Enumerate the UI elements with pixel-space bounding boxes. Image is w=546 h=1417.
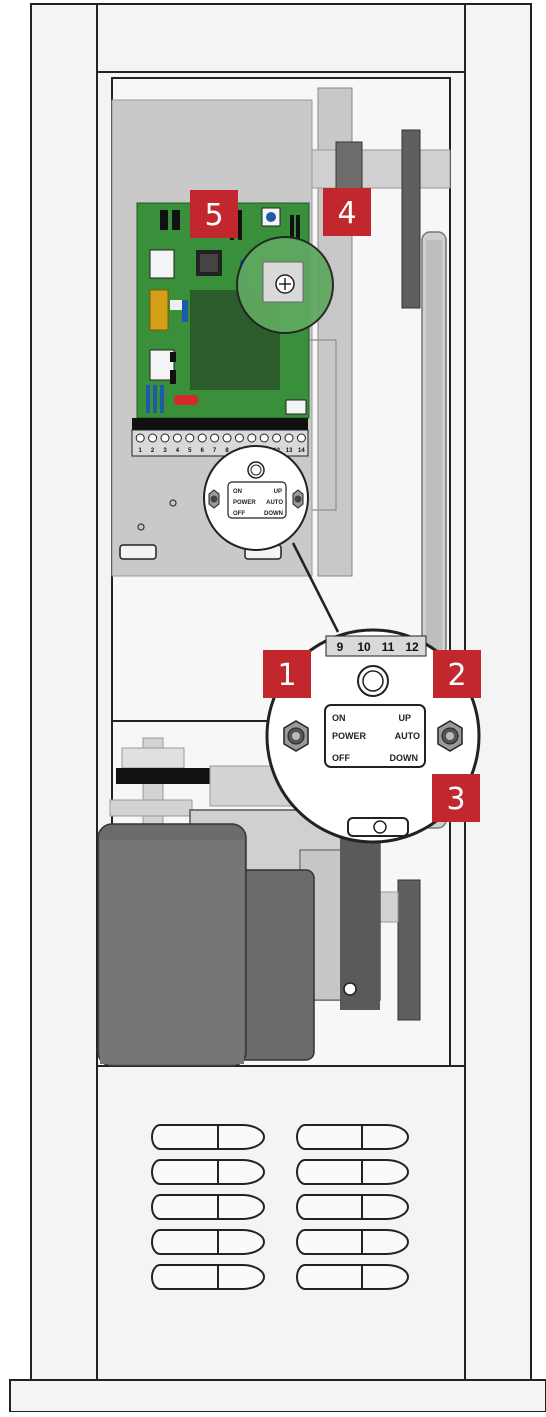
terminal-number: 2 xyxy=(151,448,155,454)
zoom-off-label: OFF xyxy=(332,753,350,763)
small-up-label: UP xyxy=(274,489,282,495)
terminal-screw-icon xyxy=(247,433,257,443)
zoom-terminal-labels: 9 10 11 12 xyxy=(337,640,419,654)
vent-slots xyxy=(151,1124,409,1290)
terminal-screw-icon xyxy=(135,433,145,443)
terminal-screw-icon xyxy=(160,433,170,443)
vent-left xyxy=(151,1124,265,1290)
callout-5: 5 xyxy=(190,190,238,238)
terminal-number: 4 xyxy=(176,448,180,454)
callout-4-label: 4 xyxy=(337,196,356,231)
zoom-power-label: POWER xyxy=(332,731,367,741)
terminal-screw-icon xyxy=(234,433,244,443)
callout-3-label: 3 xyxy=(446,782,465,817)
callouts: 1 2 3 4 5 xyxy=(190,188,481,822)
terminal-screw-icon xyxy=(272,433,282,443)
switch-plate-small: ON POWER OFF UP AUTO DOWN xyxy=(203,445,309,551)
vent-right xyxy=(296,1124,409,1290)
terminal-screw-icon xyxy=(222,433,232,443)
zoom-on-label: ON xyxy=(332,713,346,723)
zoom-auto-label: AUTO xyxy=(395,731,420,741)
terminal-screw-icon xyxy=(210,433,220,443)
callout-3: 3 xyxy=(432,774,480,822)
terminal-strip: 1234567891011121314 xyxy=(131,418,309,457)
terminal-number: 5 xyxy=(188,448,192,454)
small-off-label: OFF xyxy=(233,511,245,517)
small-auto-label: AUTO xyxy=(266,500,283,506)
zoom-up-label: UP xyxy=(398,713,411,723)
terminal-screw-icon xyxy=(197,433,207,443)
small-power-label: POWER xyxy=(233,500,256,506)
callout-5-label: 5 xyxy=(204,198,223,233)
callout-4: 4 xyxy=(323,188,371,236)
callout-1: 1 xyxy=(263,650,311,698)
terminal-screw-icon xyxy=(148,433,158,443)
terminal-number: 6 xyxy=(201,448,205,454)
zoom-terminal-number: 11 xyxy=(382,640,395,654)
zoom-terminal-number: 10 xyxy=(357,640,371,654)
terminal-screw-icon xyxy=(172,433,182,443)
motor xyxy=(97,809,381,1067)
terminal-screw-icon xyxy=(296,433,306,443)
terminal-number: 8 xyxy=(225,448,229,454)
terminal-screw-icon xyxy=(259,433,269,443)
magnifier-leader-line xyxy=(291,542,340,633)
terminal-screw-icon xyxy=(185,433,195,443)
small-on-label: ON xyxy=(233,489,242,495)
terminal-number: 3 xyxy=(163,448,167,454)
terminal-number: 1 xyxy=(139,448,143,454)
zoom-down-label: DOWN xyxy=(390,753,419,763)
terminal-number: 14 xyxy=(298,448,305,454)
zoom-terminal-number: 9 xyxy=(337,640,344,654)
callout-2-label: 2 xyxy=(447,658,466,693)
terminal-screw-icon xyxy=(284,433,294,443)
pcb-magnifier xyxy=(236,236,334,334)
callout-2: 2 xyxy=(433,650,481,698)
terminal-number: 13 xyxy=(286,448,293,454)
zoom-terminal-number: 12 xyxy=(405,640,419,654)
small-down-label: DOWN xyxy=(264,511,283,517)
terminal-number: 7 xyxy=(213,448,217,454)
callout-1-label: 1 xyxy=(277,658,296,693)
